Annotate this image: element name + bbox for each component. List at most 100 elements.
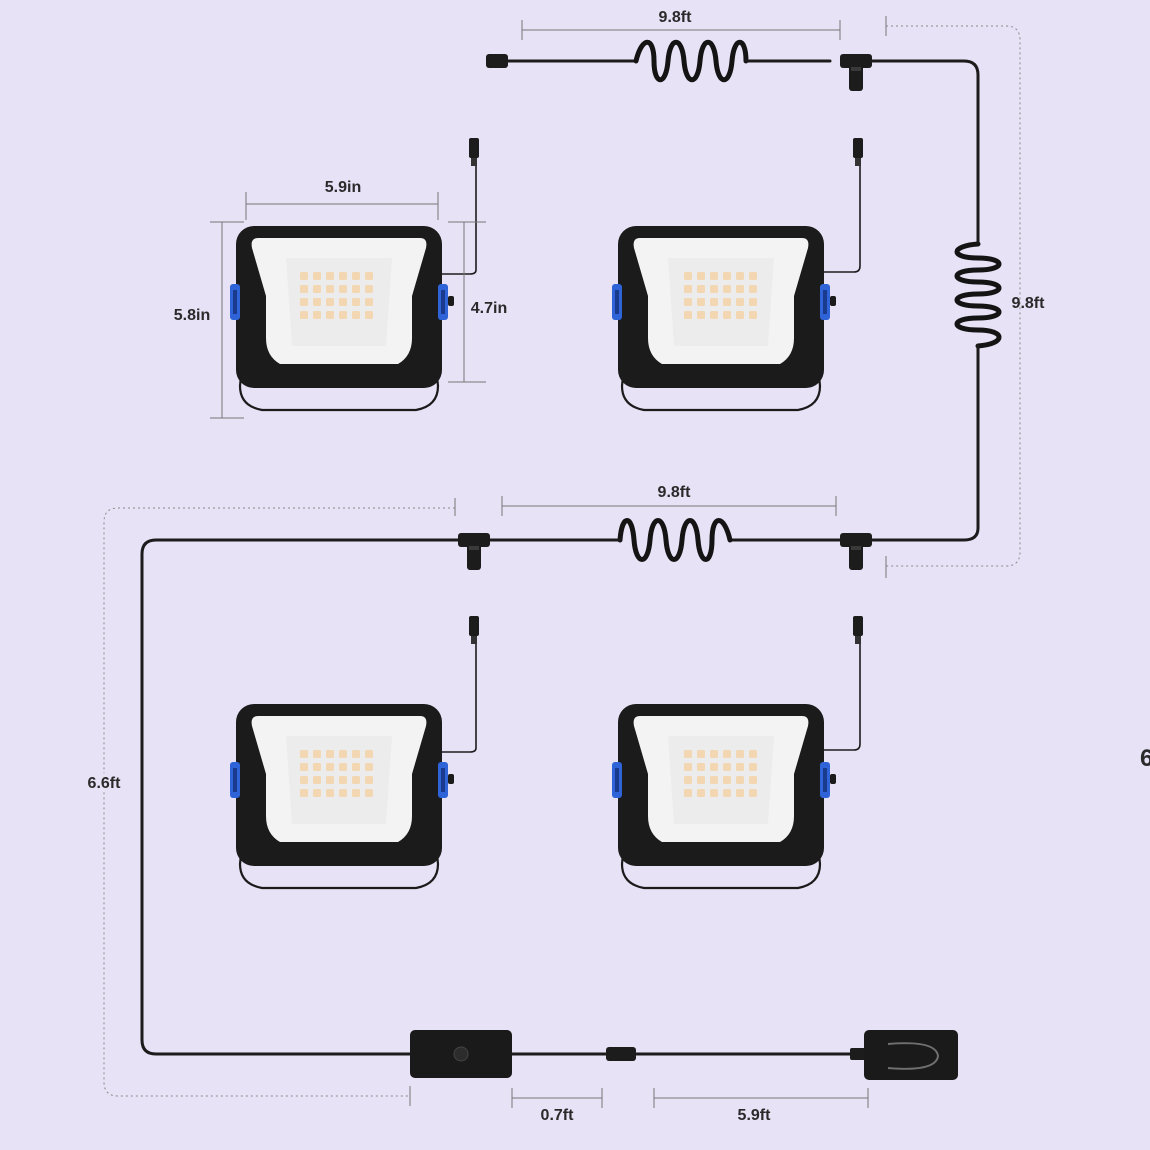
led-chip	[365, 311, 373, 319]
led-array	[684, 750, 757, 797]
led-chip	[736, 789, 744, 797]
led-chip	[710, 285, 718, 293]
led-chip	[352, 763, 360, 771]
led-chip	[710, 776, 718, 784]
led-chip	[352, 272, 360, 280]
led-chip	[723, 763, 731, 771]
led-chip	[326, 763, 334, 771]
led-chip	[365, 750, 373, 758]
led-chip	[749, 789, 757, 797]
led-chip	[749, 763, 757, 771]
led-chip	[365, 763, 373, 771]
inline-connector	[606, 1047, 636, 1061]
led-chip	[326, 776, 334, 784]
led-chip	[313, 750, 321, 758]
led-chip	[339, 776, 347, 784]
led-chip	[749, 311, 757, 319]
led-chip	[749, 750, 757, 758]
led-chip	[710, 750, 718, 758]
led-chip	[723, 750, 731, 758]
led-chip	[710, 298, 718, 306]
led-chip	[352, 789, 360, 797]
led-chip	[339, 272, 347, 280]
led-chip	[684, 776, 692, 784]
middle-cable-length-label: 9.8ft	[658, 484, 692, 501]
led-chip	[684, 789, 692, 797]
led-chip	[339, 763, 347, 771]
led-chip	[749, 776, 757, 784]
led-chip	[339, 789, 347, 797]
led-chip	[339, 298, 347, 306]
led-chip	[300, 285, 308, 293]
led-chip	[723, 311, 731, 319]
lamp-height-label: 5.8in	[174, 307, 210, 324]
flood-light-1	[228, 224, 456, 412]
lamp-inner-height-label: 4.7in	[471, 300, 507, 317]
led-chip	[352, 285, 360, 293]
switch-connector-length-label: 0.7ft	[541, 1107, 575, 1124]
left-cable-length-label: 6.6ft	[88, 775, 122, 792]
led-chip	[710, 763, 718, 771]
lamp-plugs	[469, 138, 863, 644]
top-cable-length-label: 9.8ft	[659, 9, 693, 26]
led-chip	[723, 776, 731, 784]
led-chip	[365, 272, 373, 280]
led-chip	[339, 311, 347, 319]
right-cable-length-label: 9.8ft	[1012, 295, 1046, 312]
led-array	[684, 272, 757, 319]
flood-light-2	[610, 224, 838, 412]
led-chip	[684, 311, 692, 319]
top-tee-connector	[840, 54, 872, 91]
led-chip	[326, 298, 334, 306]
led-array	[300, 750, 373, 797]
led-chip	[749, 285, 757, 293]
led-chip	[339, 285, 347, 293]
middle-right-tee-connector	[840, 533, 872, 570]
led-chip	[365, 789, 373, 797]
led-chip	[723, 789, 731, 797]
led-chip	[697, 298, 705, 306]
led-chip	[723, 298, 731, 306]
led-chip	[300, 750, 308, 758]
led-array	[300, 272, 373, 319]
led-chip	[736, 298, 744, 306]
led-chip	[352, 750, 360, 758]
led-chip	[697, 763, 705, 771]
led-chip	[326, 789, 334, 797]
led-chip	[339, 750, 347, 758]
led-chip	[300, 298, 308, 306]
led-chip	[352, 311, 360, 319]
flood-light-3	[228, 702, 456, 890]
led-chip	[736, 776, 744, 784]
middle-left-tee-connector	[458, 533, 490, 570]
top-coil	[633, 39, 749, 83]
led-chip	[697, 285, 705, 293]
middle-coil	[617, 518, 733, 562]
led-chip	[326, 750, 334, 758]
led-chip	[326, 311, 334, 319]
led-chip	[365, 285, 373, 293]
led-chip	[697, 789, 705, 797]
led-chip	[365, 776, 373, 784]
led-chip	[300, 763, 308, 771]
led-chip	[684, 763, 692, 771]
led-chip	[697, 272, 705, 280]
led-chip	[352, 298, 360, 306]
led-chip	[749, 272, 757, 280]
end-plug	[486, 54, 508, 68]
power-adapter	[864, 1030, 958, 1080]
led-chip	[684, 298, 692, 306]
led-chip	[313, 776, 321, 784]
switch-button	[453, 1046, 469, 1062]
led-chip	[736, 272, 744, 280]
led-chip	[710, 789, 718, 797]
led-chip	[313, 789, 321, 797]
led-chip	[736, 750, 744, 758]
led-chip	[313, 311, 321, 319]
lamp-width-label: 5.9in	[325, 179, 361, 196]
led-chip	[736, 285, 744, 293]
led-chip	[326, 272, 334, 280]
led-chip	[300, 776, 308, 784]
led-chip	[697, 776, 705, 784]
